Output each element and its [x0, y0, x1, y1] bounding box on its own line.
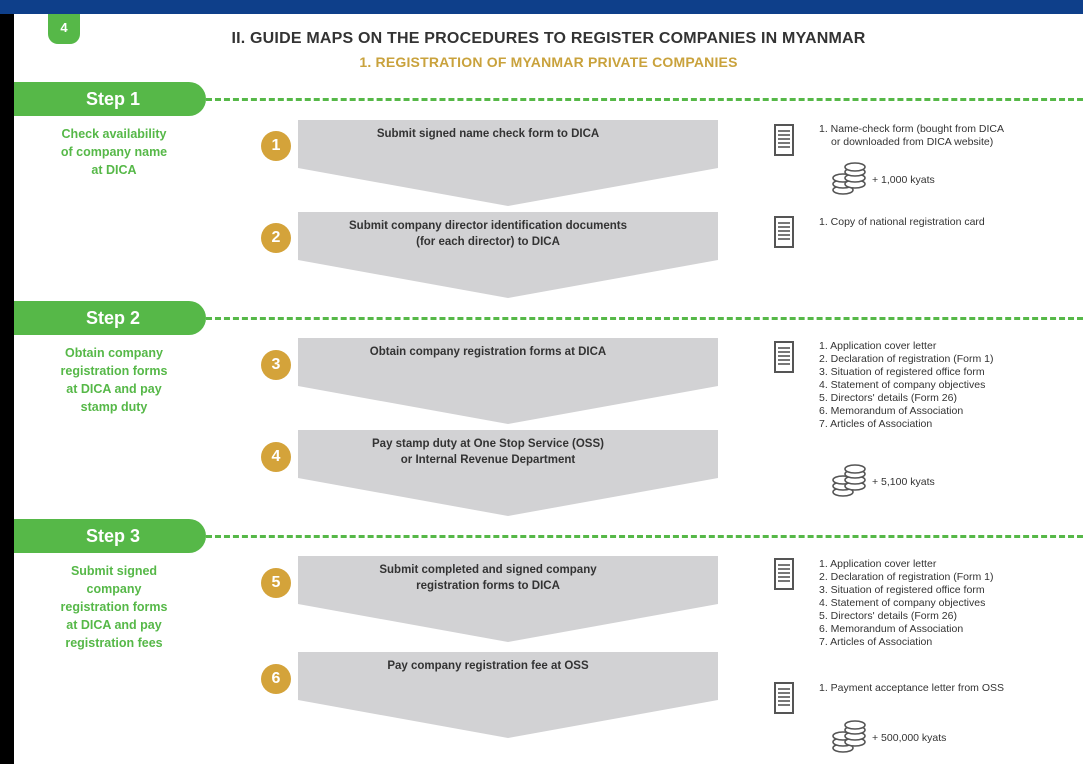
arrow-shape: [298, 338, 718, 424]
action-6-number: 6: [261, 664, 291, 694]
action-6-text: Pay company registration fee at OSS: [387, 660, 589, 672]
document-icon: [774, 124, 794, 156]
coins-icon: [832, 720, 866, 753]
step-2-tab: Step 2: [14, 301, 206, 335]
documents-action-1: 1. Name-check form (bought from DICA or …: [819, 123, 1004, 148]
step-3-description: Submit signed company registration forms…: [60, 564, 168, 650]
step-3-tab: Step 3: [14, 519, 206, 553]
document-icon: [774, 682, 794, 714]
action-2-text: Submit company director identification d…: [349, 220, 627, 248]
arrow-shape: [298, 556, 718, 642]
action-3-number: 3: [261, 350, 291, 380]
fee-action-1: + 1,000 kyats: [872, 174, 935, 186]
arrow-shape: [298, 120, 718, 206]
fee-action-4: + 5,100 kyats: [872, 476, 935, 488]
page-title: II. GUIDE MAPS ON THE PROCEDURES TO REGI…: [231, 30, 866, 47]
documents-action-2: 1. Copy of national registration card: [819, 216, 985, 228]
action-5-arrow: Submit completed and signed company regi…: [258, 556, 718, 642]
action-1-text: Submit signed name check form to DICA: [376, 128, 600, 140]
step-2-divider: [206, 317, 1083, 320]
document-icon: [774, 216, 794, 248]
coins-icon: [832, 464, 866, 497]
documents-action-3: 1. Application cover letter 2. Declarati…: [819, 340, 994, 430]
fee-action-6: + 500,000 kyats: [872, 732, 947, 744]
action-4-arrow: Pay stamp duty at One Stop Service (OSS)…: [258, 430, 718, 516]
action-3-text: Obtain company registration forms at DIC…: [369, 346, 607, 358]
step-3-divider: [206, 535, 1083, 538]
page-badge: 4: [48, 14, 80, 44]
action-4-number: 4: [261, 442, 291, 472]
action-4-text: Pay stamp duty at One Stop Service (OSS)…: [372, 438, 604, 466]
document-icon: [774, 341, 794, 373]
action-5-text: Submit completed and signed company regi…: [379, 564, 597, 592]
arrow-shape: [298, 212, 718, 298]
action-3-arrow: Obtain company registration forms at DIC…: [258, 338, 718, 424]
arrow-shape: [298, 430, 718, 516]
step-2-description: Obtain company registration forms at DIC…: [60, 346, 168, 414]
action-1-number: 1: [261, 131, 291, 161]
documents-action-6: 1. Payment acceptance letter from OSS: [819, 682, 1005, 694]
page-subtitle: 1. REGISTRATION OF MYANMAR PRIVATE COMPA…: [359, 54, 738, 70]
arrow-shape: [298, 652, 718, 738]
step-1-tab: Step 1: [14, 82, 206, 116]
guide-map-page: 4 II. GUIDE MAPS ON THE PROCEDURES TO RE…: [14, 14, 1083, 764]
documents-action-5: 1. Application cover letter 2. Declarati…: [819, 558, 994, 648]
document-icon: [774, 558, 794, 590]
action-2-arrow: Submit company director identification d…: [258, 212, 718, 298]
step-1-divider: [206, 98, 1083, 101]
coins-icon: [832, 162, 866, 195]
action-6-arrow: Pay company registration fee at OSS: [258, 652, 718, 738]
action-1-arrow: Submit signed name check form to DICA: [258, 120, 718, 206]
action-2-number: 2: [261, 223, 291, 253]
action-5-number: 5: [261, 568, 291, 598]
top-strip: [0, 0, 1083, 14]
step-1-description: Check availability of company name at DI…: [60, 127, 168, 177]
